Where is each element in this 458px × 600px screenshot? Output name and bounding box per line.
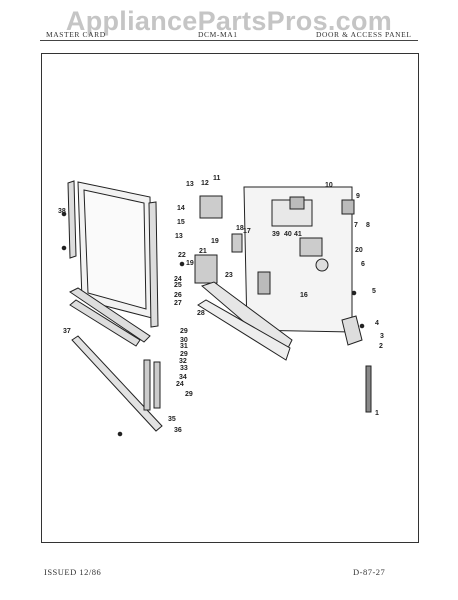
part-callout-41: 41 xyxy=(294,231,302,238)
part-callout-26: 26 xyxy=(174,292,182,299)
header-section-title: DOOR & ACCESS PANEL xyxy=(316,30,412,39)
part-callout-19: 19 xyxy=(211,238,219,245)
part-callout-36: 36 xyxy=(174,427,182,434)
part-callout-3: 3 xyxy=(380,333,384,340)
part-callout-24: 24 xyxy=(176,381,184,388)
part-callout-28: 28 xyxy=(197,310,205,317)
watermark-text: AppliancePartsPros.com xyxy=(65,6,393,36)
part-callout-21: 21 xyxy=(199,248,207,255)
part-callout-2: 2 xyxy=(379,343,383,350)
part-callout-40: 40 xyxy=(284,231,292,238)
part-callout-15: 15 xyxy=(177,219,185,226)
part-callout-10: 10 xyxy=(325,182,333,189)
part-callout-35: 35 xyxy=(168,416,176,423)
part-callout-6: 6 xyxy=(361,261,365,268)
header-model-text: DCM-MA1 xyxy=(198,30,238,39)
part-callout-29: 29 xyxy=(180,351,188,358)
issued-date: ISSUED 12/86 xyxy=(44,567,102,577)
right-trim-strip xyxy=(148,201,159,328)
part-callout-39: 39 xyxy=(272,231,280,238)
diagram-frame xyxy=(41,53,419,543)
part-callout-29: 29 xyxy=(180,328,188,335)
part-callout-34: 34 xyxy=(179,374,187,381)
part-callout-24: 24 xyxy=(174,276,182,283)
part-callout-32: 32 xyxy=(179,358,187,365)
part-callout-25: 25 xyxy=(174,282,182,289)
header-rule xyxy=(40,40,418,41)
part-callout-14: 14 xyxy=(177,205,185,212)
part-callout-11: 11 xyxy=(213,175,221,182)
part-callout-38: 38 xyxy=(58,208,66,215)
part-callout-29: 29 xyxy=(185,391,193,398)
bottom-rail-lower xyxy=(71,335,163,432)
part-callout-9: 9 xyxy=(356,193,360,200)
part-callout-12: 12 xyxy=(201,180,209,187)
part-callout-18: 18 xyxy=(236,225,244,232)
left-trim-strip xyxy=(67,180,77,259)
part-callout-13: 13 xyxy=(175,233,183,240)
bottom-rail-upper xyxy=(69,287,151,343)
header-left-text: MASTER CARD xyxy=(46,30,106,39)
part-callout-30: 30 xyxy=(180,337,188,344)
part-callout-37: 37 xyxy=(63,328,71,335)
part-callout-7: 7 xyxy=(354,222,358,229)
spring xyxy=(365,365,372,413)
part-callout-31: 31 xyxy=(180,343,188,350)
part-callout-4: 4 xyxy=(375,320,379,327)
part-callout-19: 19 xyxy=(186,260,194,267)
part-callout-27: 27 xyxy=(174,300,182,307)
part-callout-22: 22 xyxy=(178,252,186,259)
part-callout-1: 1 xyxy=(375,410,379,417)
part-callout-5: 5 xyxy=(372,288,376,295)
part-callout-16: 16 xyxy=(300,292,308,299)
part-callout-13: 13 xyxy=(186,181,194,188)
part-callout-23: 23 xyxy=(225,272,233,279)
part-callout-8: 8 xyxy=(366,222,370,229)
part-callout-33: 33 xyxy=(180,365,188,372)
part-callout-17: 17 xyxy=(243,228,251,235)
diagram-code: D-87-27 xyxy=(353,567,386,577)
hinge xyxy=(341,315,363,346)
part-callout-20: 20 xyxy=(355,247,363,254)
